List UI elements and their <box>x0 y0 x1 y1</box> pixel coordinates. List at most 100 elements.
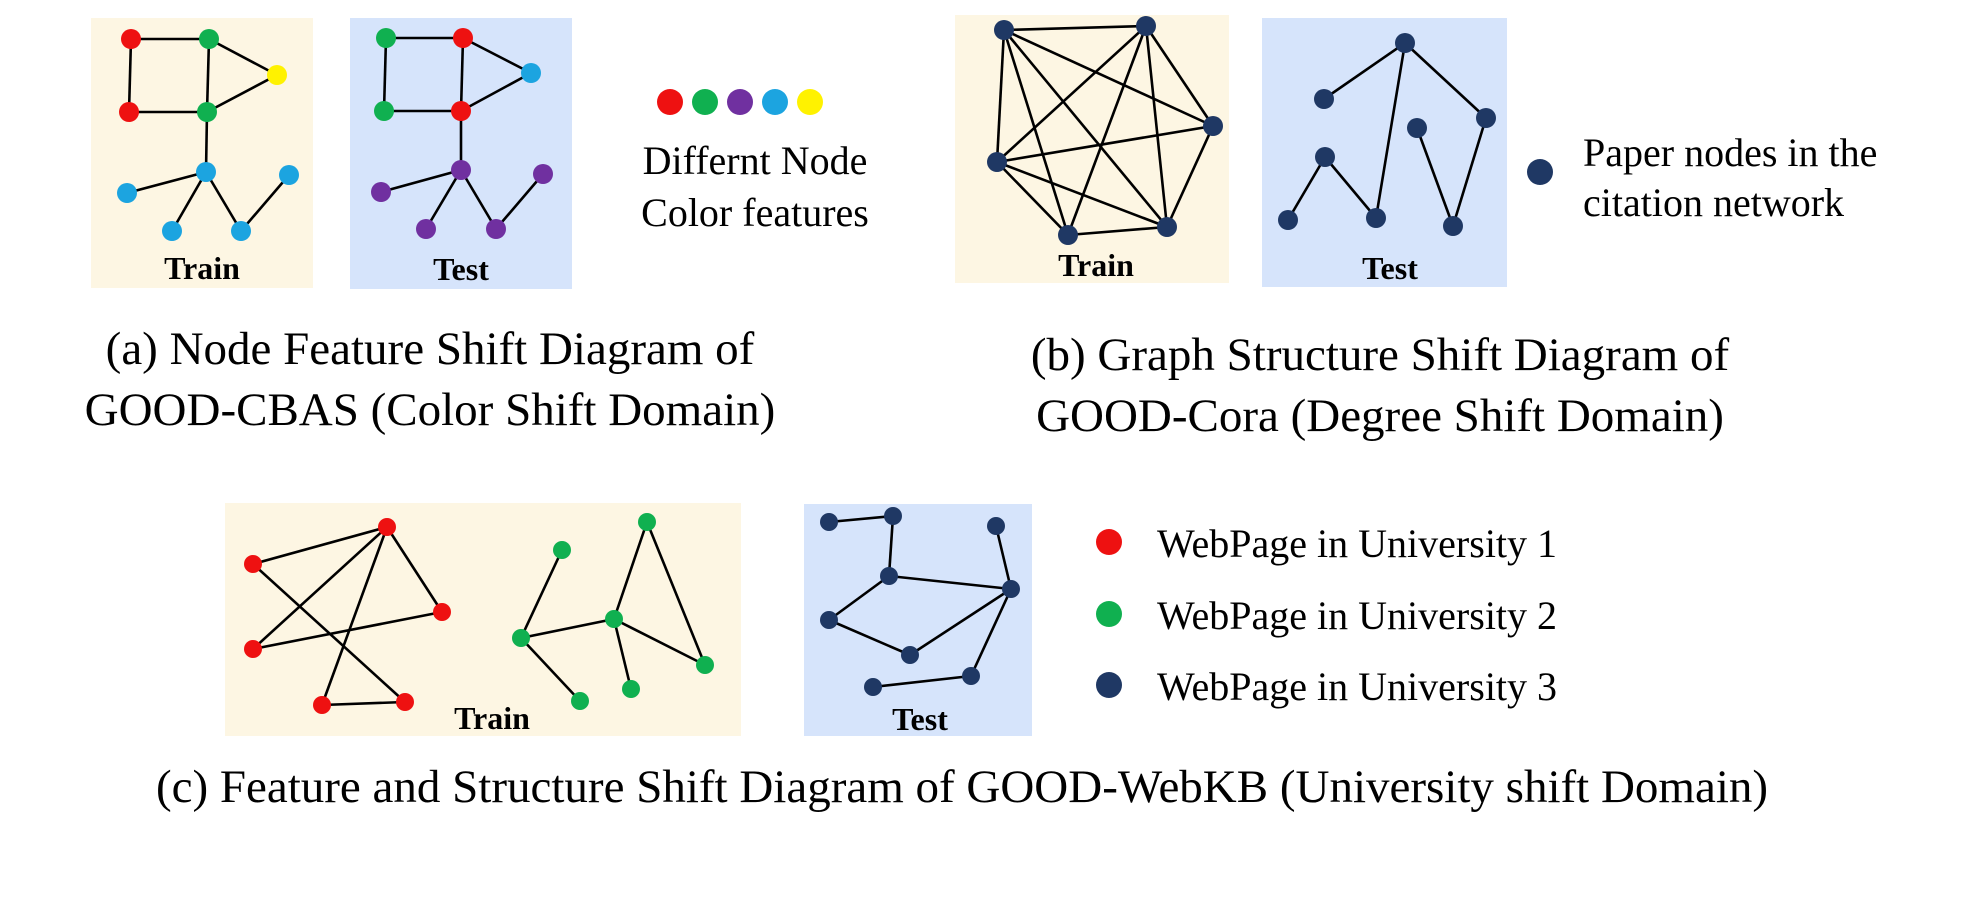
panel-b-test-label: Test <box>1362 250 1418 286</box>
graph-edge <box>208 37 278 77</box>
graph-edge <box>252 526 388 650</box>
graph-c-test <box>820 507 1020 696</box>
graph-edge <box>1451 117 1488 227</box>
legend-b-line1: Paper nodes in the <box>1583 130 1877 175</box>
legend-c-label-2: WebPage in University 2 <box>1157 593 1557 638</box>
legend-a-swatches <box>657 89 823 115</box>
graph-node <box>1395 33 1415 53</box>
legend-c-swatch-2 <box>1096 601 1122 627</box>
graph-edge <box>519 549 564 639</box>
panel-c-test-label: Test <box>892 701 948 737</box>
graph-edge <box>459 169 498 230</box>
caption-a-line2: GOOD-CBAS (Color Shift Domain) <box>85 384 776 436</box>
graph-a-test <box>371 28 553 239</box>
graph-edge <box>996 161 1069 236</box>
graph-edge <box>1324 156 1377 219</box>
graph-edge <box>872 674 972 689</box>
legend-b-line2: citation network <box>1583 180 1844 225</box>
graph-edge <box>888 574 1012 591</box>
graph-edge <box>1404 42 1487 119</box>
panel-b-train-bg <box>955 15 1229 283</box>
graph-edge <box>380 168 462 194</box>
legend-color-swatch <box>797 89 823 115</box>
graph-node <box>197 102 217 122</box>
graph-node <box>1366 208 1386 228</box>
graph-edge <box>996 25 1147 163</box>
graph-edge <box>424 169 463 230</box>
graph-node <box>1203 116 1223 136</box>
graph-edge <box>520 617 615 640</box>
graph-node <box>244 555 262 573</box>
graph-node <box>880 567 898 585</box>
graph-node <box>884 507 902 525</box>
graph-edge <box>252 525 388 566</box>
graph-edge <box>1286 156 1327 221</box>
graph-node <box>962 667 980 685</box>
graph-node <box>267 65 287 85</box>
legend-color-swatch <box>657 89 683 115</box>
graph-node <box>1002 580 1020 598</box>
graph-node <box>987 517 1005 535</box>
panel-a-test-label: Test <box>433 251 489 287</box>
graph-edge <box>321 700 406 707</box>
graph-b-test <box>1278 33 1496 236</box>
graph-edge <box>459 37 465 112</box>
graph-node <box>1407 118 1427 138</box>
legend-c-swatch-3 <box>1096 672 1122 698</box>
graph-node <box>638 513 656 531</box>
graph-node <box>378 518 396 536</box>
graph-node <box>1058 225 1078 245</box>
graph-edge <box>969 588 1013 677</box>
graph-node <box>451 160 471 180</box>
graph-node <box>820 513 838 531</box>
caption-a-line1: (a) Node Feature Shift Diagram of <box>106 323 755 375</box>
graph-edge <box>1003 24 1147 32</box>
graph-node <box>533 164 553 184</box>
graph-node <box>1136 16 1156 36</box>
graph-edge <box>204 111 209 173</box>
graph-edge <box>612 521 649 620</box>
graph-node <box>244 640 262 658</box>
graph-node <box>864 678 882 696</box>
graph-edge <box>994 525 1013 590</box>
graph-edge <box>205 38 211 113</box>
graph-node <box>121 29 141 49</box>
graph-edge <box>887 515 895 577</box>
graph-node <box>433 603 451 621</box>
graph-edge <box>240 174 290 232</box>
graph-node <box>396 693 414 711</box>
graph-node <box>1443 216 1463 236</box>
graph-edge <box>1067 225 1168 237</box>
panel-c-train-label: Train <box>454 700 530 736</box>
panel-a-train-bg <box>91 18 313 288</box>
graph-c-train <box>244 513 714 714</box>
graph-node <box>313 696 331 714</box>
graph-node <box>199 29 219 49</box>
graph-node <box>1476 108 1496 128</box>
graph-edge <box>126 170 207 195</box>
panel-c-test-bg <box>804 504 1032 736</box>
graph-node <box>196 162 216 182</box>
graph-edge <box>612 618 633 690</box>
graph-edge <box>1002 29 1169 228</box>
graph-edge <box>1323 41 1406 101</box>
legend-a-line1: Differnt Node <box>643 138 868 183</box>
graph-node <box>451 101 471 121</box>
graph-b-train <box>987 16 1223 245</box>
graph-node <box>1314 89 1334 109</box>
graph-edge <box>204 171 243 232</box>
graph-node <box>279 165 299 185</box>
graph-edge <box>828 514 894 524</box>
caption-b-line1: (b) Graph Structure Shift Diagram of <box>1031 329 1730 381</box>
legend-color-swatch <box>762 89 788 115</box>
graph-edge <box>460 71 532 113</box>
legend-color-swatch <box>727 89 753 115</box>
graph-node <box>521 63 541 83</box>
graph-node <box>371 182 391 202</box>
graph-node <box>117 183 137 203</box>
graph-edge <box>382 37 388 112</box>
legend-c-label-3: WebPage in University 3 <box>1157 664 1557 709</box>
panel-b-train-label: Train <box>1058 247 1134 283</box>
panel-a-train-label: Train <box>164 250 240 286</box>
